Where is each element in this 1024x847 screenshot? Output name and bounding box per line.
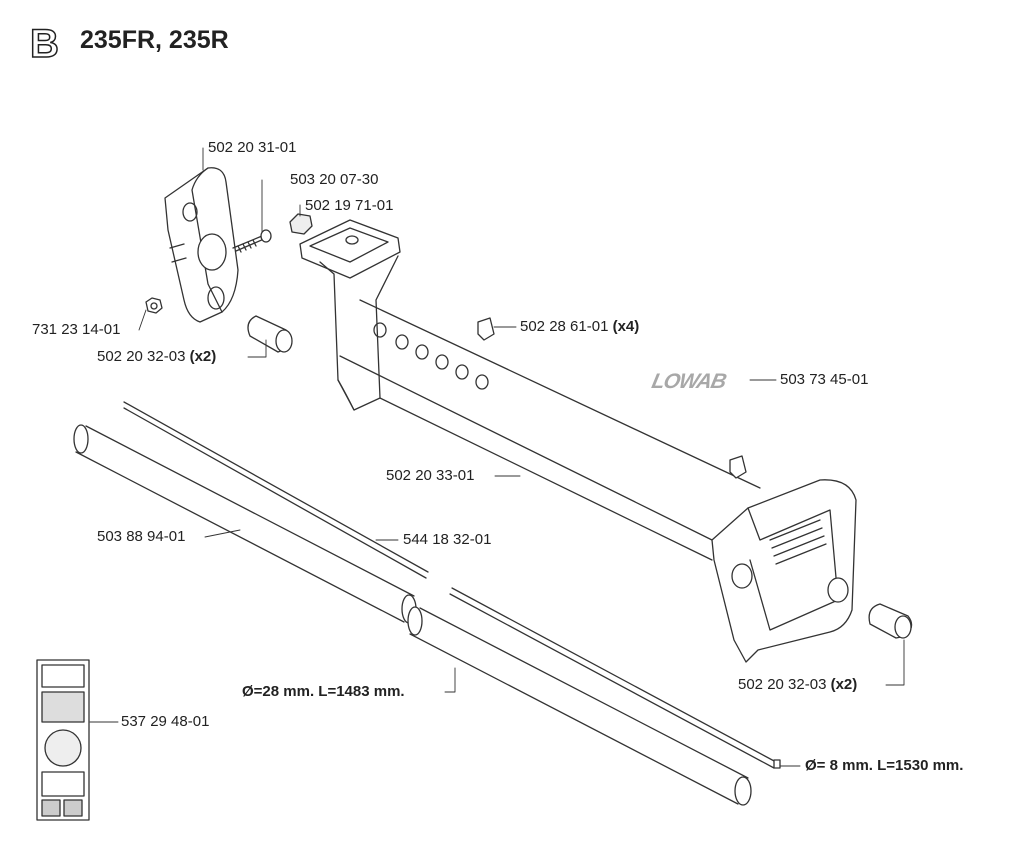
- label-tube-dimensions: Ø=28 mm. L=1483 mm.: [242, 683, 405, 700]
- label-cable-clip: 502 28 61-01 (x4): [520, 318, 639, 336]
- label-handlebar: 502 20 33-01: [386, 467, 475, 484]
- left-grip-part: [247, 315, 293, 353]
- grip-clamp-part: [164, 167, 239, 323]
- tube-part: [73, 424, 752, 806]
- handlebar-part: [299, 219, 857, 663]
- label-cable-clip-number: 502 28 61-01: [520, 318, 609, 335]
- decal-sheet-part: [36, 659, 90, 821]
- label-decal-sheet: 537 29 48-01: [121, 713, 210, 730]
- right-grip-part: [868, 603, 913, 639]
- label-left-grip: 502 20 32-03 (x2): [97, 348, 216, 366]
- label-rod: 544 18 32-01: [403, 531, 492, 548]
- label-left-grip-number: 502 20 32-03: [97, 348, 186, 365]
- leader-lines: [89, 147, 905, 767]
- section-letter: B: [29, 21, 60, 67]
- rod-part: [123, 401, 781, 769]
- label-decal-logo: 503 73 45-01: [780, 371, 869, 388]
- label-right-grip-qty: (x2): [830, 676, 858, 693]
- label-nut: 731 23 14-01: [32, 321, 121, 338]
- label-rod-dimensions: Ø= 8 mm. L=1530 mm.: [805, 757, 964, 774]
- label-screw: 503 20 07-30: [290, 171, 379, 188]
- screw-part: [232, 229, 272, 253]
- nut-insert-part: [289, 213, 313, 235]
- nut-part: [145, 297, 163, 314]
- label-grip-clamp: 502 20 31-01: [208, 139, 297, 156]
- label-left-grip-qty: (x2): [189, 348, 217, 365]
- label-cable-clip-qty: (x4): [612, 318, 640, 335]
- label-nut-insert: 502 19 71-01: [305, 197, 394, 214]
- label-right-grip: 502 20 32-03 (x2): [738, 676, 857, 694]
- cable-clip-part: [477, 317, 747, 479]
- label-right-grip-number: 502 20 32-03: [738, 676, 827, 693]
- page-title: 235FR, 235R: [80, 26, 229, 54]
- lowab-logo: LOWAB: [649, 370, 728, 393]
- label-tube: 503 88 94-01: [97, 528, 186, 545]
